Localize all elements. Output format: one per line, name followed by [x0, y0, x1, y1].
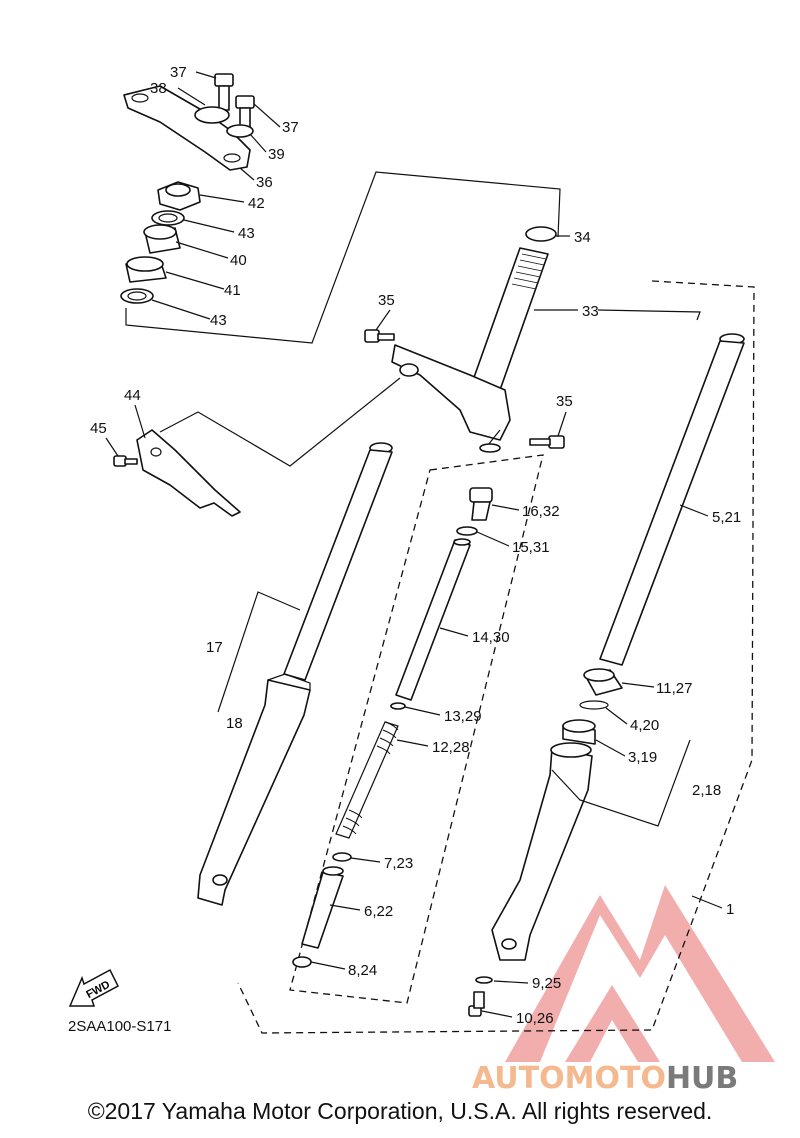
label-2-18: 2,18: [692, 782, 721, 799]
label-35a: 35: [378, 292, 395, 309]
label-17: 17: [206, 639, 223, 656]
label-34: 34: [574, 229, 591, 246]
left-fork-assembly: [197, 442, 393, 906]
label-33: 33: [582, 303, 599, 320]
label-9-25: 9,25: [532, 975, 561, 992]
fwd-arrow: FWD: [68, 968, 119, 1007]
watermark-part2: HUB: [666, 1061, 738, 1096]
handlebar-holder-group: [123, 73, 255, 171]
label-12-28: 12,28: [432, 739, 470, 756]
watermark-text: AUTOMOTOHUB: [472, 1061, 738, 1096]
label-36: 36: [256, 174, 273, 191]
watermark-part1: AUTOMOTO: [472, 1061, 666, 1096]
label-11-27: 11,27: [656, 680, 692, 697]
damper-group-boundary: [289, 454, 544, 1004]
leader-lines: [105, 71, 723, 1018]
label-40: 40: [230, 252, 247, 269]
steering-stem: [364, 226, 565, 453]
label-38: 38: [150, 80, 167, 97]
label-35b: 35: [556, 393, 573, 410]
label-43b: 43: [210, 312, 227, 329]
label-16-32: 16,32: [522, 503, 560, 520]
label-3-19: 3,19: [628, 749, 657, 766]
steering-bearing-stack: [120, 181, 201, 304]
label-37a: 37: [170, 64, 187, 81]
right-fork-group-boundary: [237, 280, 755, 1034]
label-13-29: 13,29: [444, 708, 482, 725]
right-fork-parts: [468, 333, 745, 1017]
label-6-22: 6,22: [364, 903, 393, 920]
damper-parts: [292, 487, 493, 968]
label-14-30: 14,30: [472, 629, 510, 646]
copyright-notice: ©2017 Yamaha Motor Corporation, U.S.A. A…: [87, 1098, 713, 1124]
label-37b: 37: [282, 119, 299, 136]
label-44: 44: [124, 387, 141, 404]
diagram-code: 2SAA100-S171: [68, 1018, 171, 1035]
label-10-26: 10,26: [516, 1010, 554, 1027]
label-1: 1: [726, 901, 734, 918]
label-15-31: 15,31: [512, 539, 550, 556]
group-bracket-top: [125, 171, 561, 344]
label-5-21: 5,21: [712, 509, 741, 526]
part-44-cover: [136, 429, 241, 517]
watermark-logo: [505, 885, 775, 1062]
label-4-20: 4,20: [630, 717, 659, 734]
label-8-24: 8,24: [348, 962, 377, 979]
cover-plate: [113, 429, 241, 517]
label-43a: 43: [238, 225, 255, 242]
part-labels: 37 38 37 39 36 42 43 40 41 43 34 33 35 3…: [90, 64, 741, 1027]
label-41: 41: [224, 282, 241, 299]
label-42: 42: [248, 195, 265, 212]
part-36-bracket: [123, 85, 251, 171]
label-45: 45: [90, 420, 107, 437]
label-39: 39: [268, 146, 285, 163]
label-18: 18: [226, 715, 243, 732]
label-7-23: 7,23: [384, 855, 413, 872]
